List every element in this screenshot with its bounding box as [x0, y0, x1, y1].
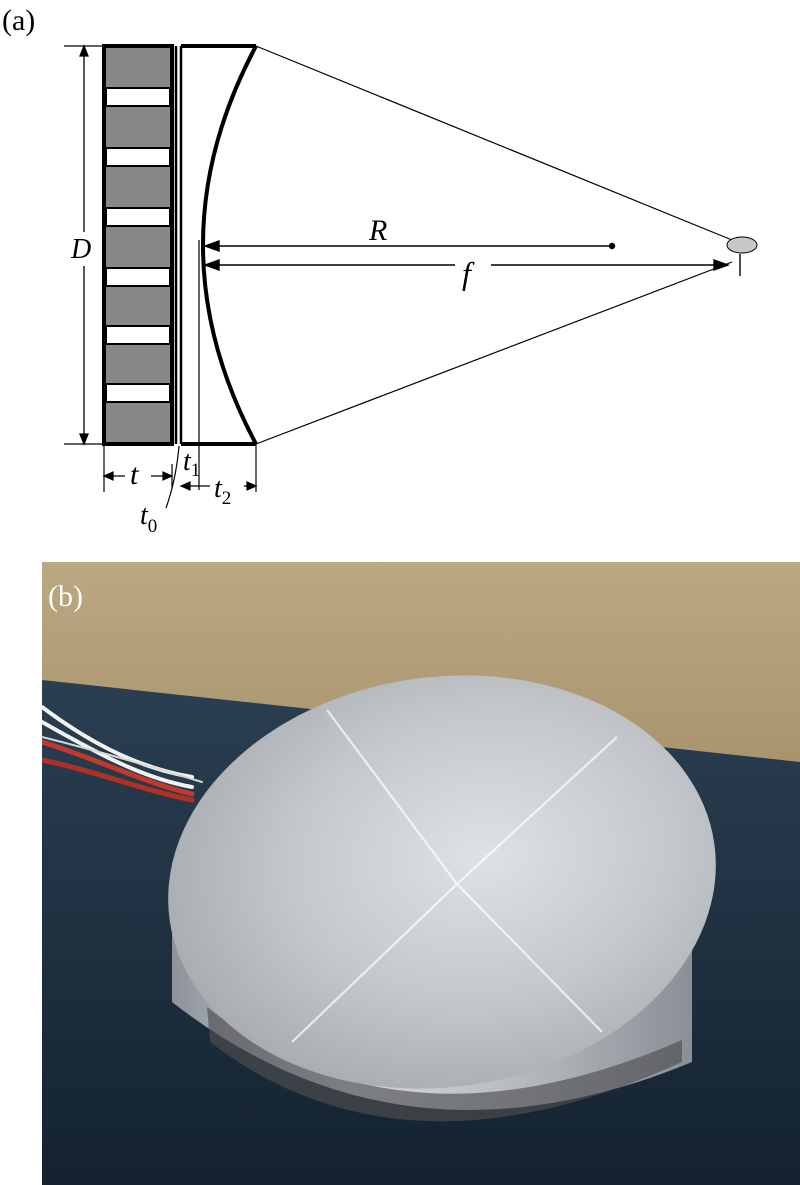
- disc-bottom-band: [207, 1007, 682, 1122]
- symbol-t0: t0: [140, 500, 157, 537]
- symbol-t1: t1: [183, 446, 200, 481]
- electrode-layer-t0: [174, 46, 183, 444]
- symbol-r: R: [368, 214, 387, 247]
- machining-highlights: [291, 709, 618, 1043]
- piezo-composite-layer: [102, 44, 174, 446]
- transducer-schematic: (a) D: [2, 4, 758, 537]
- focal-point: [726, 236, 758, 254]
- disc-top-face: [168, 675, 716, 1089]
- polymer-gap: [105, 267, 171, 287]
- t0-leader-line: [165, 445, 180, 509]
- polymer-gap: [105, 87, 171, 107]
- lead-wires: [42, 705, 203, 803]
- transducer-photo: (b): [42, 562, 800, 1185]
- panel-a-label: (a): [2, 4, 35, 37]
- symbol-t: t: [130, 458, 139, 491]
- dimension-r: [202, 240, 616, 252]
- symbol-d: D: [70, 234, 91, 265]
- polymer-gap: [105, 325, 171, 345]
- polymer-gap: [105, 207, 171, 227]
- focus-beam-lines: [255, 45, 733, 445]
- panel-b-label: (b): [48, 580, 83, 613]
- polymer-gap: [105, 383, 171, 403]
- polymer-gap: [105, 147, 171, 167]
- symbol-t2: t2: [214, 473, 231, 509]
- concave-lens-layer: [103, 44, 258, 492]
